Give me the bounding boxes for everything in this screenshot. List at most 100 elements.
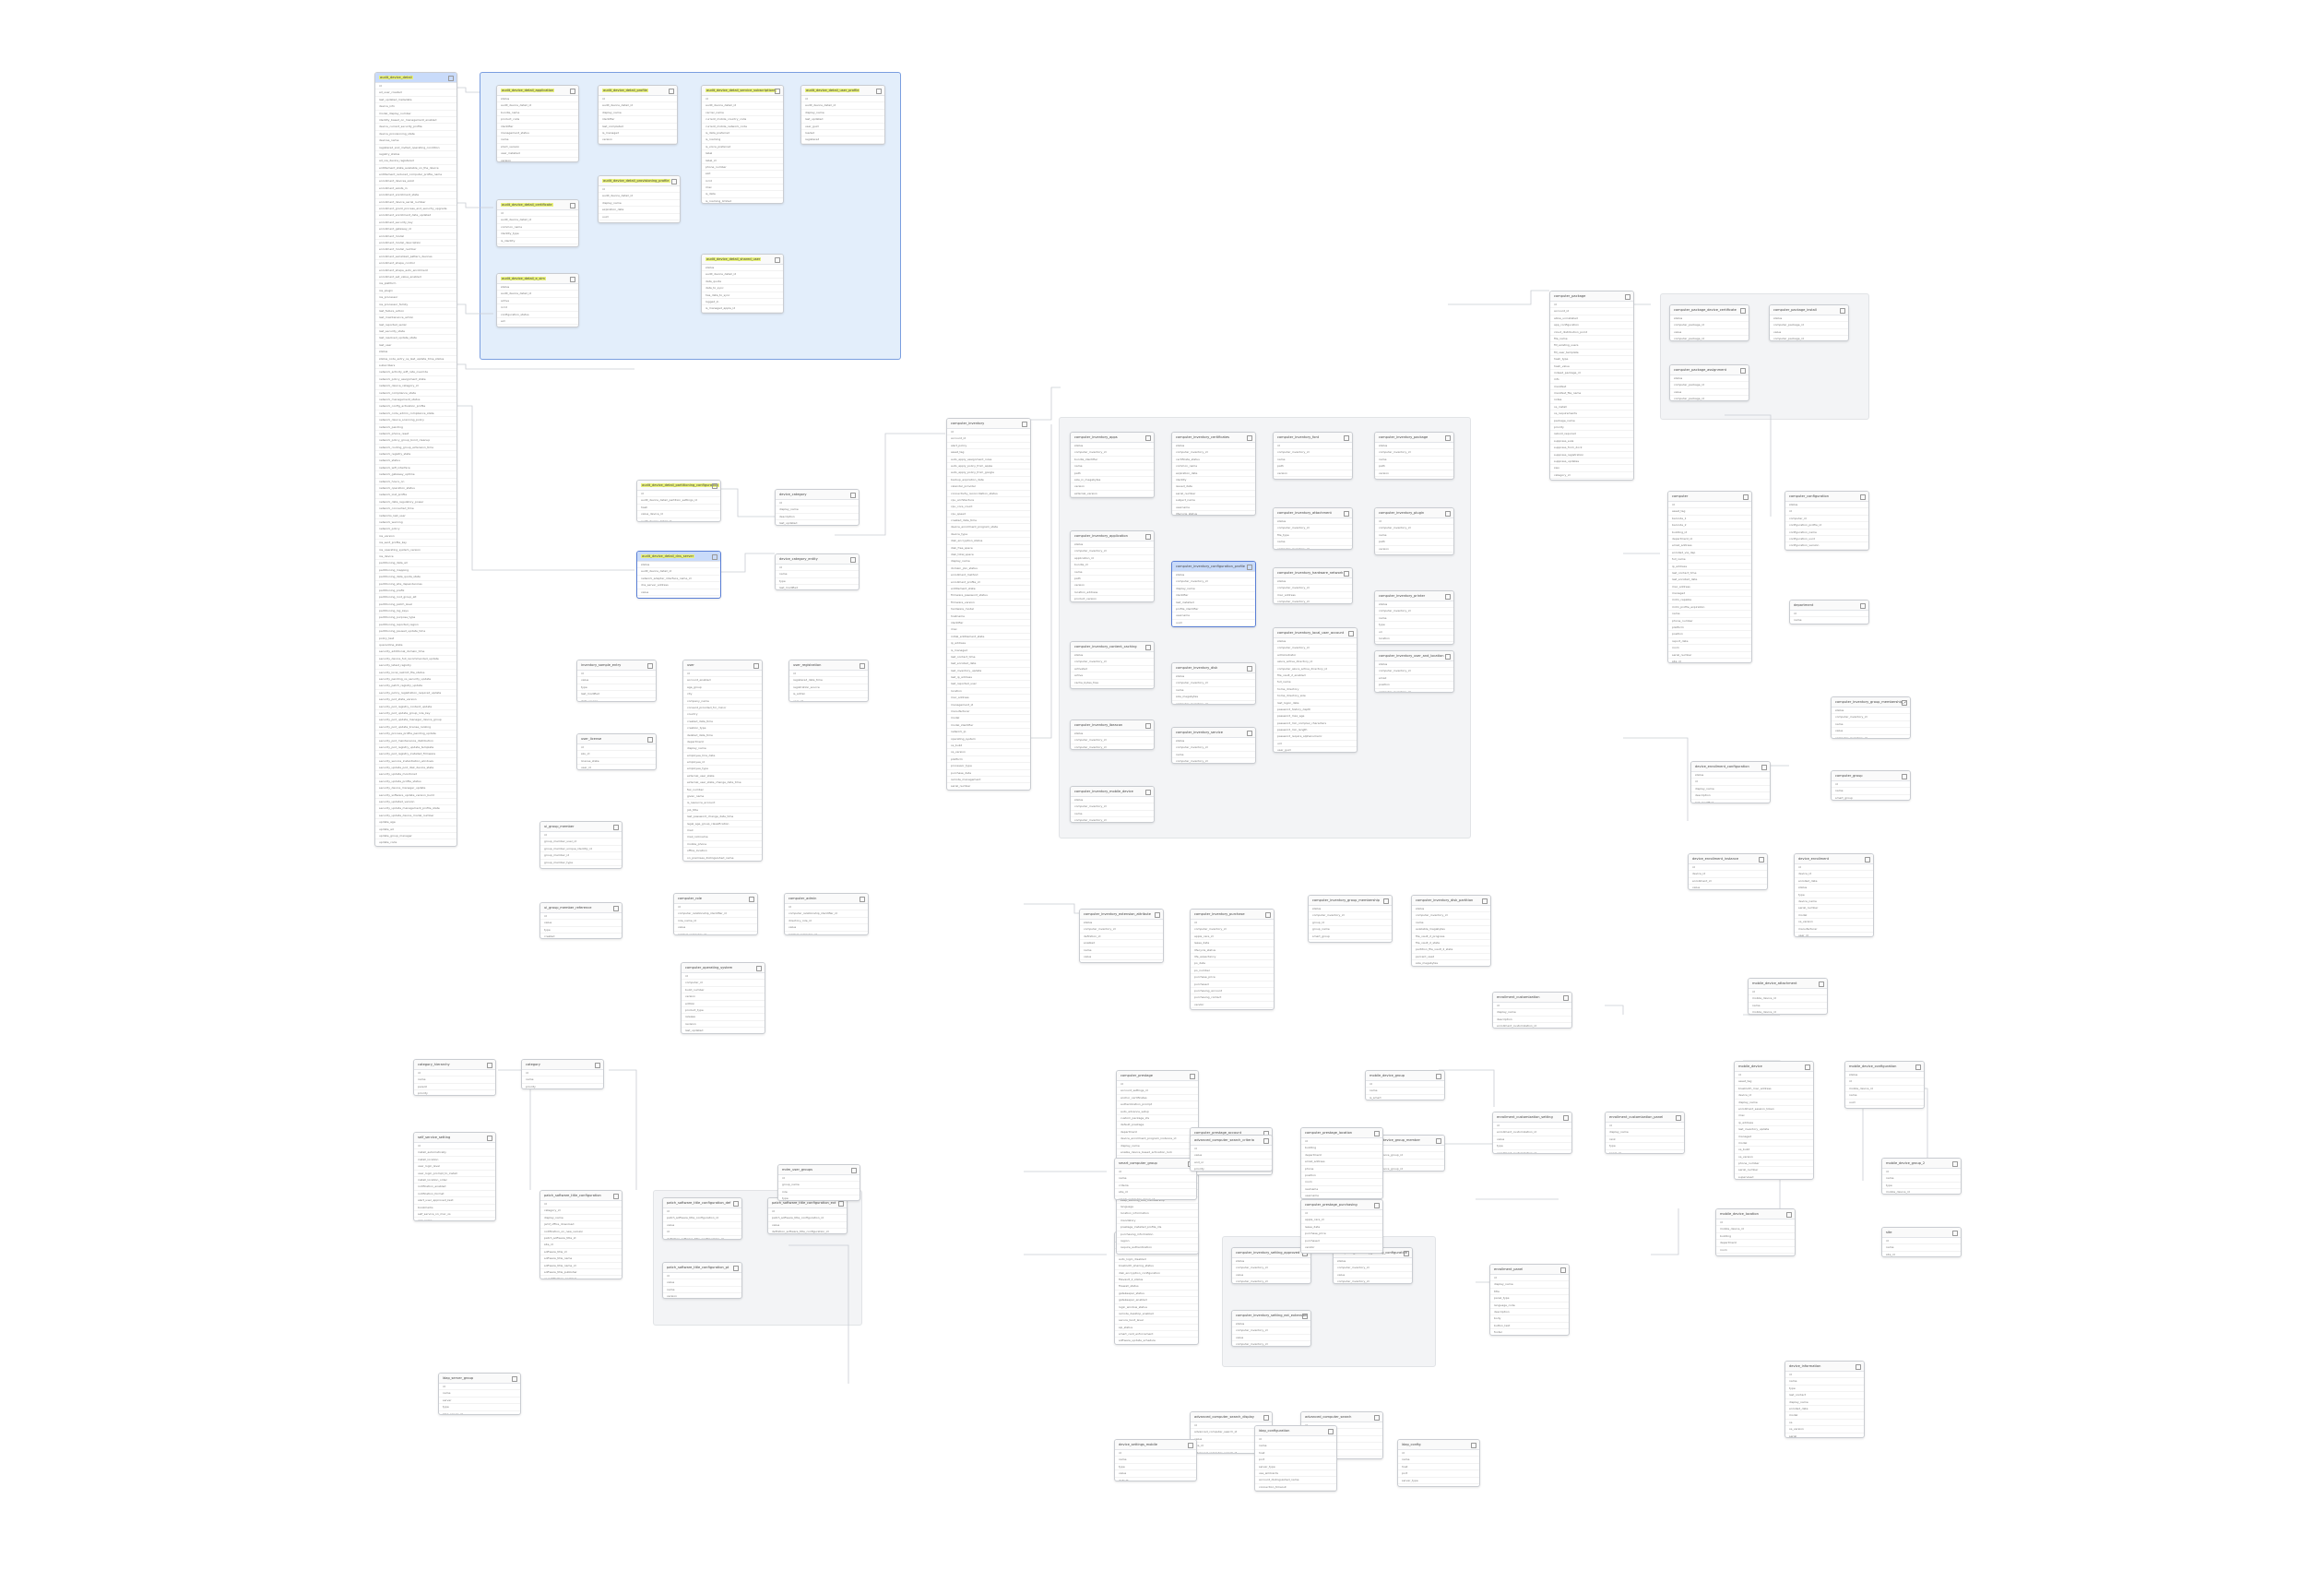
table-header[interactable]: enrollment_customization_setting	[1493, 1112, 1571, 1123]
table-column-row[interactable]: id	[1301, 1210, 1382, 1218]
table-column-row[interactable]: deleted_date_time	[683, 732, 762, 739]
table-column-row[interactable]: last_reported_serial	[375, 322, 456, 329]
table-column-row[interactable]: hardware_model	[947, 606, 1030, 613]
table-column-row[interactable]: department	[1117, 1129, 1198, 1136]
table-column-row[interactable]: model	[1785, 1412, 1864, 1420]
table-column-row[interactable]: description	[1691, 792, 1770, 800]
table-column-row[interactable]: type	[778, 1196, 860, 1199]
table-column-row[interactable]: parent	[414, 1084, 495, 1091]
table-column-row[interactable]: patch_software_title_configuration_id	[663, 1215, 741, 1222]
table-column-row[interactable]: percent_used	[1412, 954, 1490, 961]
table-column-row[interactable]: purchasing_contact	[1191, 994, 1274, 1002]
table-menu-icon[interactable]	[1482, 898, 1488, 904]
table-column-row[interactable]: created_date_time	[947, 517, 1030, 525]
table-menu-icon[interactable]	[1145, 434, 1151, 441]
table-column-row[interactable]: initial_entitlement_state	[947, 634, 1030, 641]
table-menu-icon[interactable]	[1190, 1073, 1195, 1079]
table-column-row[interactable]: product_type	[682, 1007, 765, 1015]
table-header[interactable]: computer_inventory_ibeacon	[1071, 720, 1154, 731]
table-column-row[interactable]: security_pod_update_group_role_key	[375, 710, 456, 718]
table-column-row[interactable]: id	[637, 491, 720, 498]
table-column-row[interactable]: is_admin	[789, 691, 868, 698]
table-column-row[interactable]: status	[637, 562, 720, 569]
table-column-row[interactable]: name	[1882, 1244, 1961, 1252]
table-column-row[interactable]: id	[414, 1070, 495, 1077]
table-header[interactable]: device_enrollment_instance	[1689, 854, 1767, 864]
table-column-row[interactable]: name	[439, 1390, 520, 1398]
table-column-row[interactable]: uid	[1274, 741, 1357, 748]
table-menu-icon[interactable]	[487, 1135, 492, 1141]
table-header[interactable]: ui_group_member_reference	[540, 903, 622, 913]
table-column-row[interactable]: notification_on_new_version	[540, 1229, 622, 1235]
table-column-row[interactable]: status	[1309, 906, 1392, 913]
table-menu-icon[interactable]	[1263, 1414, 1269, 1421]
table-column-row[interactable]: computer_inventory_id	[1232, 1279, 1310, 1282]
table-column-row[interactable]: audit_device_detail_id	[801, 102, 884, 110]
table-column-row[interactable]: is_resource_account	[683, 800, 762, 807]
table-column-row[interactable]: security_service_instantiation_windows	[375, 758, 456, 766]
table-column-row[interactable]: computer_inventory_id	[1375, 525, 1453, 532]
table-column-row[interactable]: software_title_name_id	[540, 1263, 622, 1269]
table-column-row[interactable]: prestage_installed_profile_ids	[1117, 1224, 1198, 1231]
table-column-row[interactable]: type	[1795, 892, 1873, 898]
table-column-row[interactable]: phone_number	[1735, 1160, 1813, 1168]
table-column-row[interactable]: id	[1716, 1219, 1795, 1227]
table-column-row[interactable]: department	[1301, 1152, 1382, 1160]
table-header[interactable]: user_registration	[789, 660, 868, 671]
table-column-row[interactable]: sku_id	[577, 751, 656, 758]
table-header[interactable]: ldap_configuration	[1255, 1426, 1336, 1436]
table-column-row[interactable]: id	[801, 96, 884, 103]
table-column-row[interactable]: security_update_device_model_number	[375, 813, 456, 820]
table-column-row[interactable]: computer_inventory_id	[1232, 1327, 1310, 1335]
table-header[interactable]: audit_device_detail_profile	[599, 86, 677, 96]
table-column-row[interactable]: vendor	[1191, 1002, 1274, 1009]
table-column-row[interactable]: computer_inventory_id	[1375, 553, 1453, 554]
table-column-row[interactable]: security_pod_update_manager_device_group	[375, 717, 456, 724]
table-column-row[interactable]: language	[1117, 1204, 1198, 1211]
table-column-row[interactable]: purchase_price	[1191, 974, 1274, 981]
table-column-row[interactable]: email	[1375, 675, 1453, 683]
table-column-row[interactable]: uuid	[1845, 1100, 1924, 1106]
table-column-row[interactable]: computer_inventory_id	[1375, 477, 1453, 479]
table-column-row[interactable]: status	[1071, 652, 1154, 660]
table-column-row[interactable]: type	[1785, 1386, 1864, 1393]
table-column-row[interactable]: os_install	[1550, 404, 1633, 411]
table-column-row[interactable]: value	[540, 920, 622, 927]
table-column-row[interactable]: disk_encryption_configuration	[1115, 1270, 1198, 1277]
table-column-row[interactable]: file_vault_2_enabled	[1274, 672, 1357, 680]
table-column-row[interactable]: last_modified	[1691, 800, 1770, 803]
table-column-row[interactable]: status	[375, 349, 456, 356]
table-column-row[interactable]: registered	[801, 137, 884, 144]
table-column-row[interactable]: release	[682, 1014, 765, 1021]
table-column-row[interactable]: indeed_package_id	[1550, 370, 1633, 377]
table-column-row[interactable]: partitioning_purpose_type	[375, 614, 456, 622]
table-menu-icon[interactable]	[448, 75, 454, 81]
table-column-row[interactable]: id	[1115, 1169, 1196, 1176]
table-column-row[interactable]: active	[497, 298, 578, 305]
table-header[interactable]: computer_inventory_setting_approved	[1232, 1248, 1310, 1258]
table-column-row[interactable]: model_display_number	[375, 111, 456, 117]
table-column-row[interactable]: region	[1117, 1238, 1198, 1245]
table-column-row[interactable]: enrollment_set_value_enabled	[375, 274, 456, 281]
table-column-row[interactable]: enrollment_model	[375, 233, 456, 240]
table-column-row[interactable]: phone_number	[1668, 618, 1751, 625]
table-column-row[interactable]: computer_inventory_id	[1172, 701, 1255, 704]
table-column-row[interactable]: label	[702, 150, 783, 158]
table-column-row[interactable]: mobile_device_id	[1716, 1254, 1795, 1255]
table-column-row[interactable]: registered_and_invited_operating_conditi…	[375, 145, 456, 151]
table-column-row[interactable]: host	[1255, 1450, 1336, 1457]
table-column-row[interactable]: version	[1845, 1106, 1924, 1108]
table-header[interactable]: advanced_computer_search	[1301, 1412, 1382, 1422]
table-column-row[interactable]: position	[1375, 682, 1453, 689]
table-column-row[interactable]: enrolled_date	[1785, 1406, 1864, 1413]
table-column-row[interactable]: loaded	[801, 130, 884, 137]
table-column-row[interactable]: configuration_uuid	[1785, 536, 1868, 543]
table-header[interactable]: patch_software_title_configuration	[540, 1191, 622, 1201]
